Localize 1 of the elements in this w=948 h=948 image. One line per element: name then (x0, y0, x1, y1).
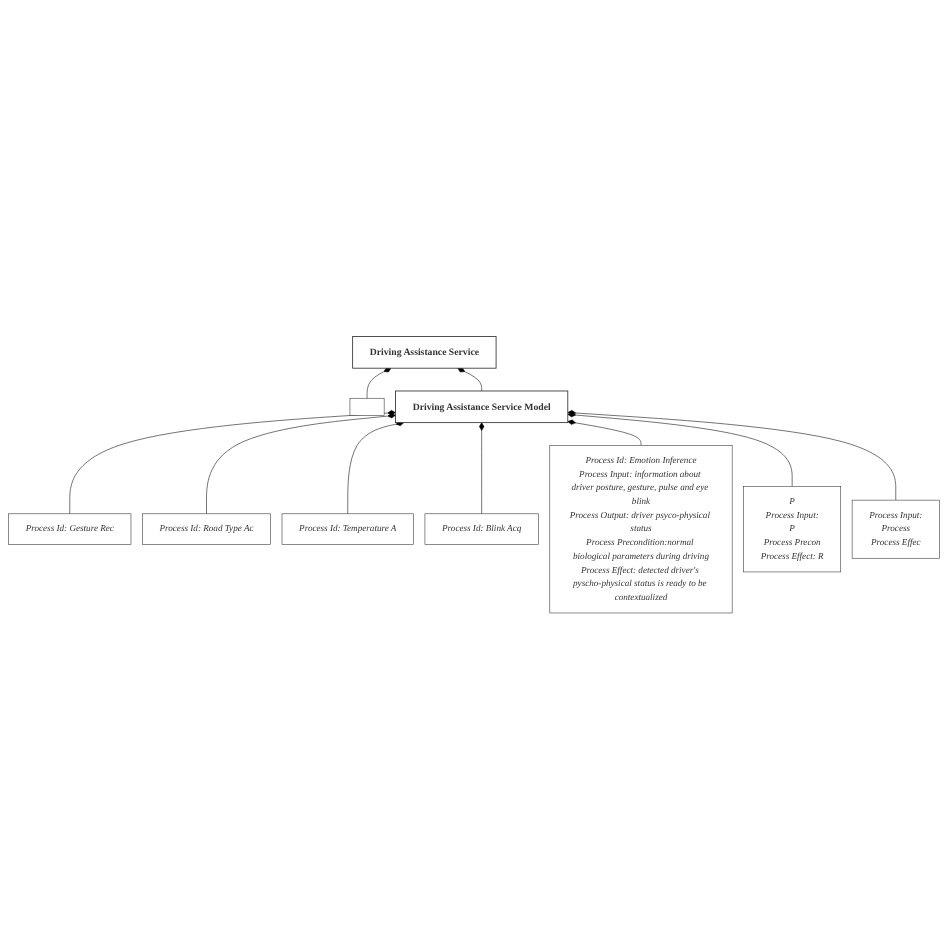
node-box (349, 397, 385, 415)
